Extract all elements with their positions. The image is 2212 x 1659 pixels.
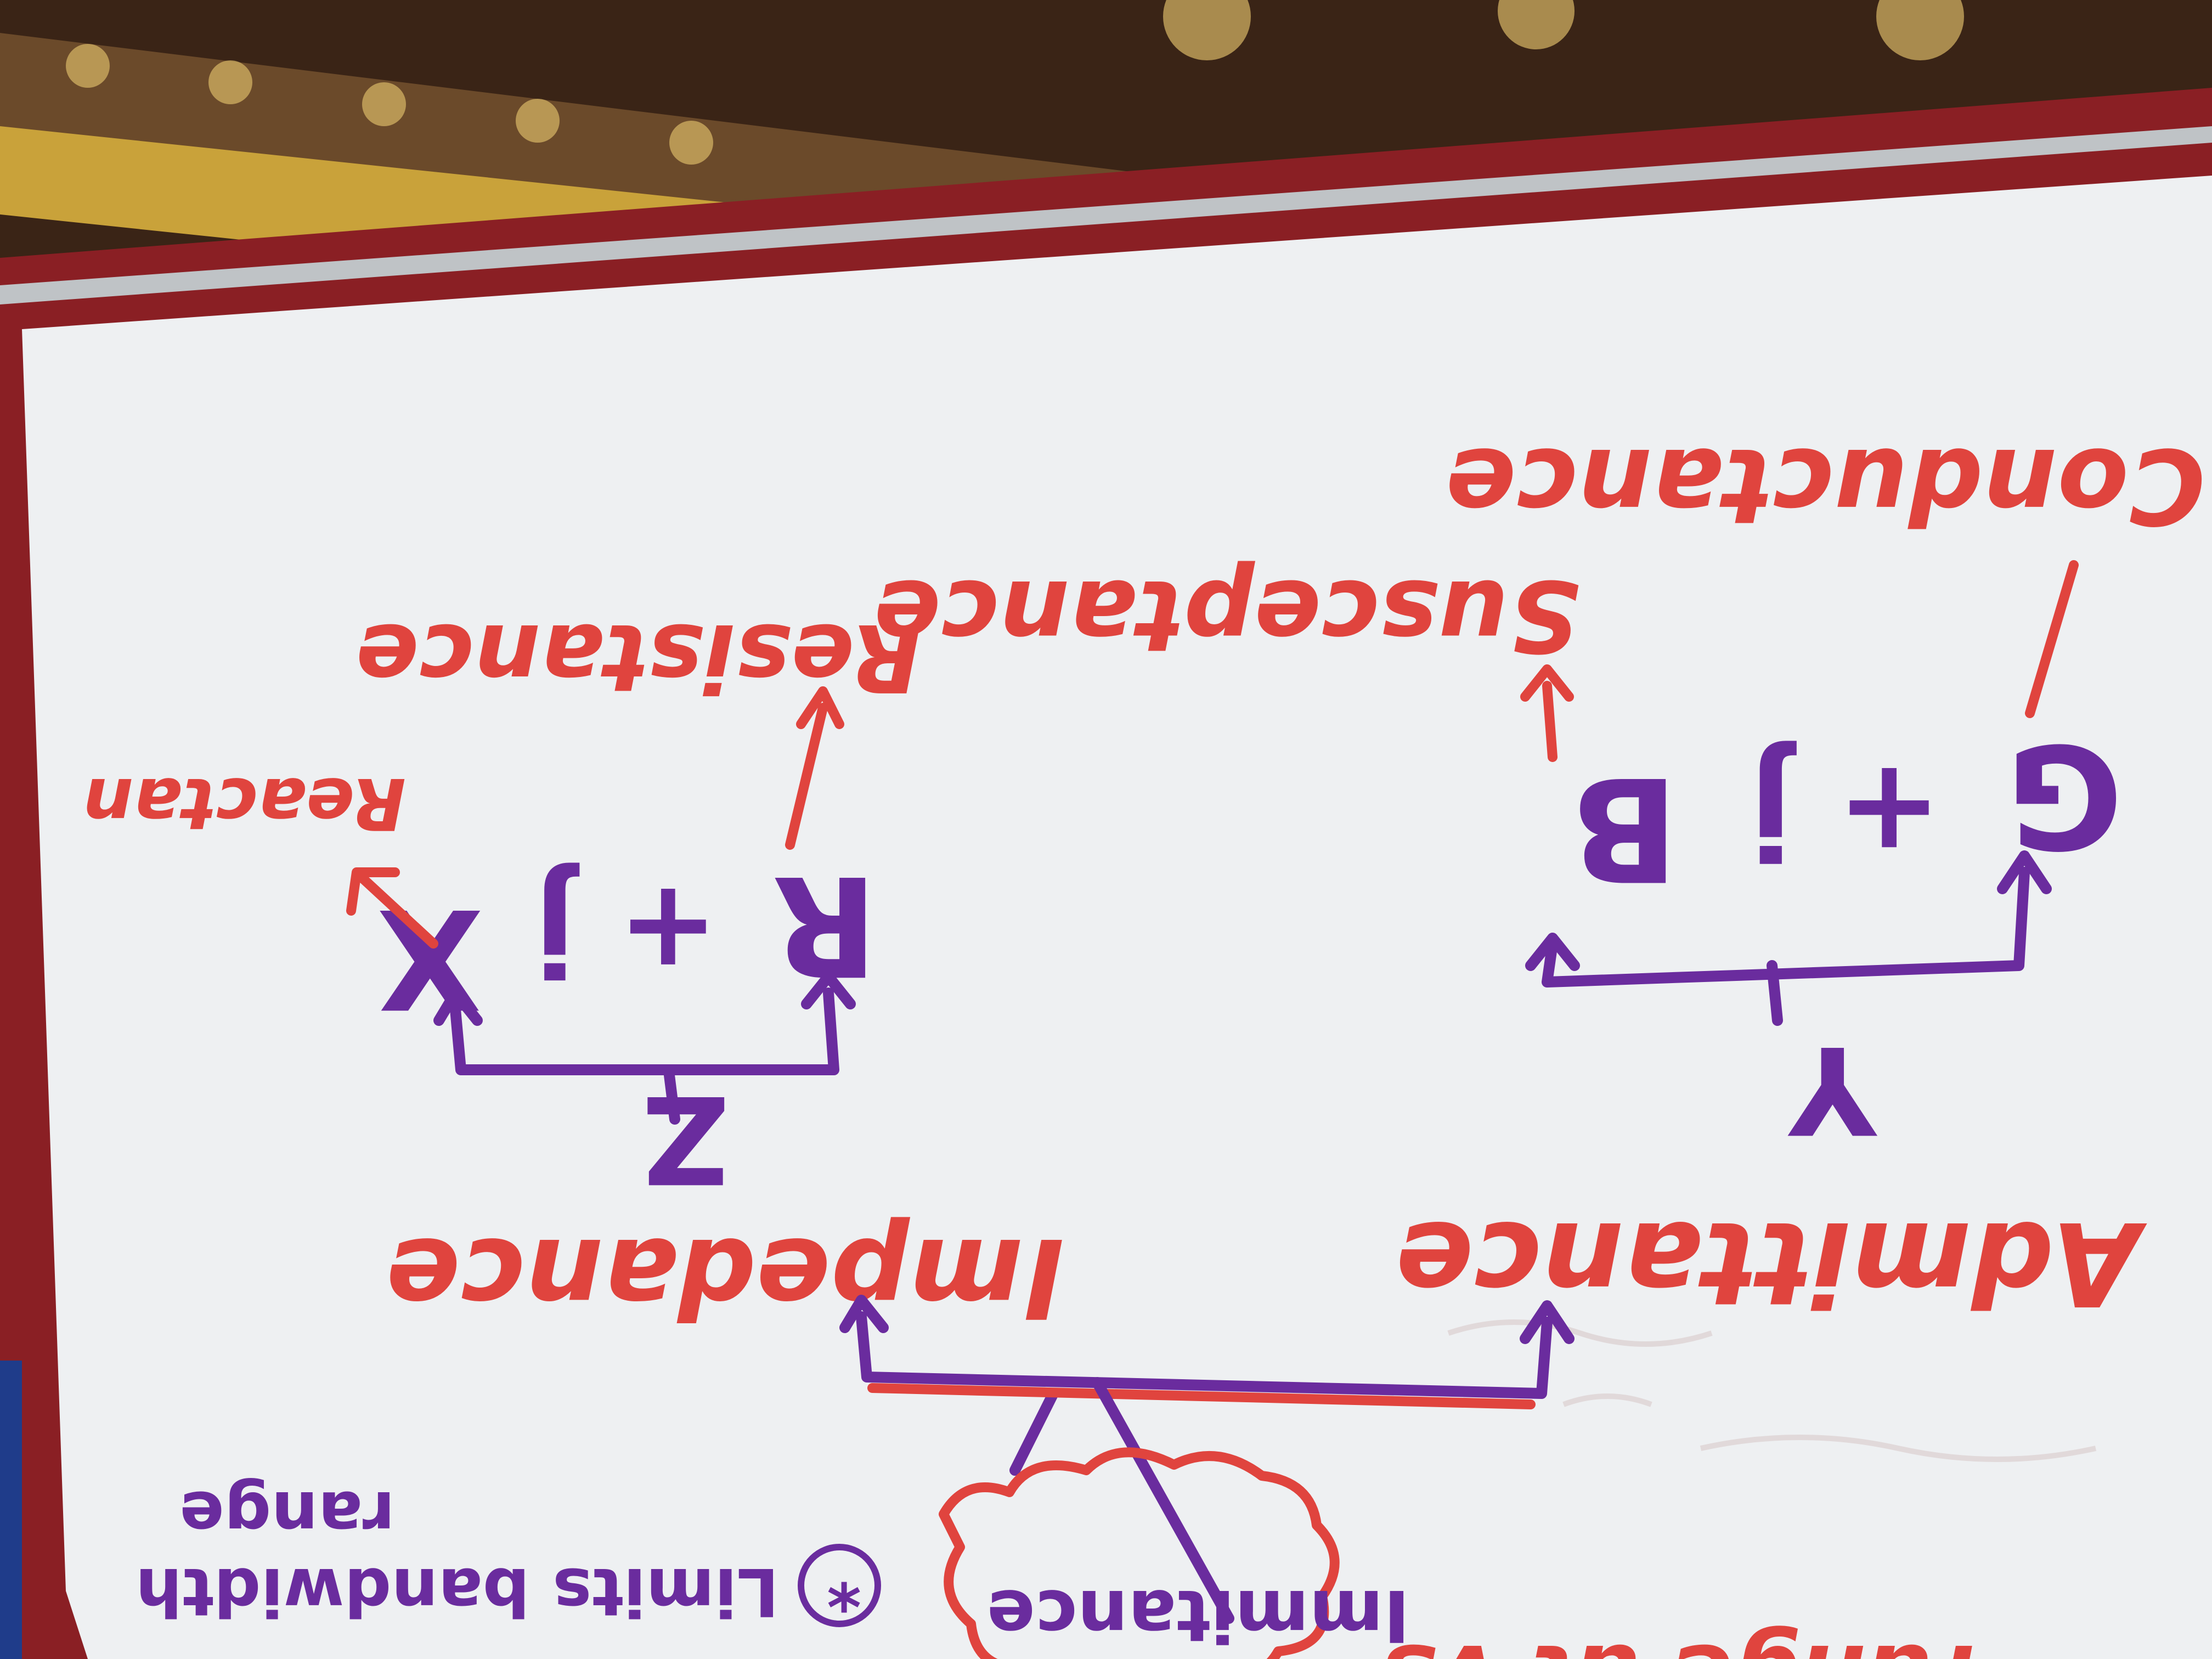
blue-marker xyxy=(0,1361,22,1659)
arrow-b-to-susceptance xyxy=(1520,664,1574,762)
symbol-y: Y xyxy=(1787,1019,1878,1160)
frame-highlight xyxy=(0,126,2212,304)
arrow-r-to-resistance xyxy=(785,686,844,850)
formula-y-plusj: + j xyxy=(1749,738,1942,884)
arrowhead-immitance-impedance xyxy=(839,1295,889,1333)
label-conductance: Conductance xyxy=(1446,425,2205,546)
bracket-z xyxy=(450,988,839,1125)
note-bandwidth-line2: range xyxy=(179,1476,395,1553)
label-resistance: Resistance xyxy=(356,603,922,712)
arrowhead-z-r xyxy=(801,971,856,1009)
whiteboard-surface xyxy=(22,176,2212,1659)
formula-y-g: G xyxy=(2006,712,2123,878)
bracket-immitance-red xyxy=(867,1383,1536,1409)
arrowhead-z-x xyxy=(433,988,483,1026)
note-bandwidth-line1: Limits bandwidth xyxy=(136,1553,779,1629)
label-susceptance: Susceptance xyxy=(874,558,1580,673)
arrow-x-to-reactance xyxy=(346,867,438,949)
label-reactance: Reactan xyxy=(83,762,406,845)
arrowhead-y-b xyxy=(1525,933,1580,971)
label-admittance: Admittance xyxy=(1396,1196,2147,1330)
cloud-immitance xyxy=(939,1447,1340,1659)
formula-z-plusj: + j xyxy=(534,860,719,1001)
bracket-y xyxy=(1542,867,2030,1026)
immitance-pointer xyxy=(1092,1377,1234,1624)
formula-y-b: B xyxy=(1570,745,1679,911)
erased-writing xyxy=(1447,1319,2097,1462)
label-immitance: Immitance xyxy=(987,1574,1410,1657)
arrow-g-to-conductance xyxy=(2025,560,2079,718)
symbol-z: Z xyxy=(642,1069,730,1209)
bracket-immitance xyxy=(856,1311,1553,1476)
floral-pattern xyxy=(66,0,1964,165)
arrowhead-y-g xyxy=(1997,850,2052,894)
star-marker: * xyxy=(827,1548,861,1624)
arrowhead-immitance-admittance xyxy=(1520,1300,1575,1344)
star-circle xyxy=(798,1544,881,1627)
bottom-partial-text: range at vs xyxy=(1381,1623,1975,1659)
label-impedance: Impedance xyxy=(386,1214,1064,1341)
